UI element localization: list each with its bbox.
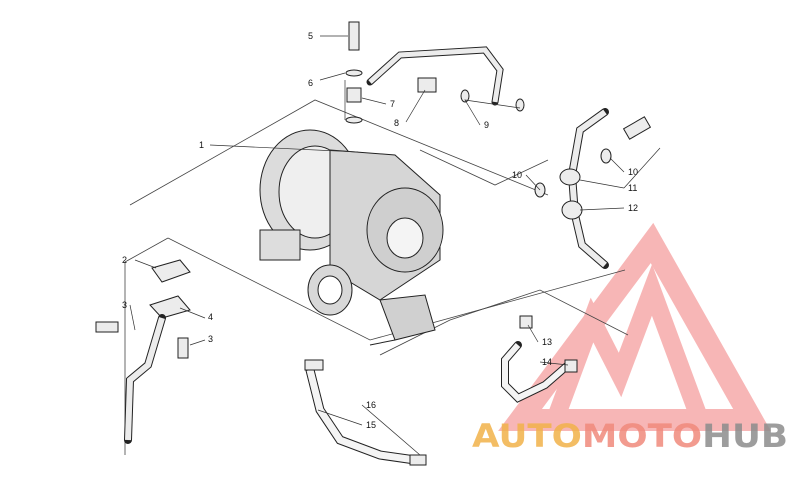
banjo-bolt-8 (417, 77, 437, 93)
frame-lower-bottom (167, 237, 626, 341)
turbocharger (259, 129, 444, 346)
hoses (304, 315, 578, 466)
callout-14: 14 (542, 357, 552, 367)
exhaust-inlet-bore (317, 275, 343, 305)
callout-12: 12 (628, 203, 638, 213)
callout-10b: 10 (628, 167, 638, 177)
clamp-16-top (304, 359, 324, 371)
callout-1: 1 (199, 140, 204, 150)
callout-4: 4 (208, 312, 213, 322)
callout-2: 2 (122, 255, 127, 265)
callout-10a: 10 (512, 170, 522, 180)
coolant-line-right (534, 108, 652, 269)
banjo-11 (559, 168, 581, 186)
clamp-16-bottom (409, 454, 427, 466)
washer-10-right (600, 148, 612, 164)
gasket-2 (151, 259, 191, 283)
watermark-word-auto: AUTO (472, 417, 582, 455)
callout-3a: 3 (122, 300, 127, 310)
banjo-12 (561, 200, 583, 220)
frame-main-right (419, 149, 549, 186)
banjo-bolt-5 (348, 21, 360, 51)
callout-6: 6 (308, 78, 313, 88)
coolant-pipe-12-inner (568, 109, 607, 268)
watermark-logo (498, 222, 771, 431)
bolt-3-right (177, 337, 189, 359)
mount-bracket (259, 229, 301, 261)
frame-main-top (129, 99, 549, 206)
banjo-fitting-7 (346, 87, 362, 103)
callout-8: 8 (394, 118, 399, 128)
oil-return-assembly (95, 259, 191, 444)
callout-3b: 3 (208, 334, 213, 344)
washer-6-top (345, 69, 363, 77)
frame-pipes (379, 289, 629, 356)
washer-9-b (515, 98, 525, 112)
callout-11: 11 (628, 183, 637, 193)
callout-15: 15 (366, 420, 376, 430)
oil-return-pipe-inner (125, 317, 165, 441)
oil-feed-line (345, 21, 525, 124)
wastegate-actuator (379, 294, 436, 341)
oil-feed-pipe (366, 46, 504, 106)
bolt-10-right (622, 116, 652, 140)
callout-7: 7 (390, 99, 395, 109)
washer-9-a (460, 89, 470, 103)
clamp-13-top (519, 315, 533, 329)
clamp-13-right (564, 359, 578, 373)
callouts: 1 2 3 3 4 5 6 7 8 9 10 10 11 12 13 14 15… (122, 31, 638, 430)
callout-13: 13 (542, 337, 552, 347)
hose-15-inner (306, 369, 416, 464)
watermark-word-hub: HUB (702, 417, 788, 455)
actuator-rod (369, 339, 396, 346)
watermark-logo-m-shape (546, 264, 709, 424)
callout-5: 5 (308, 31, 313, 41)
assembly-frames (124, 99, 629, 455)
callout-16: 16 (366, 400, 376, 410)
callout-9: 9 (484, 120, 489, 130)
bolt-3-left (95, 321, 119, 333)
leader-lines (129, 35, 661, 456)
watermark-word-moto: MOTO (582, 417, 702, 455)
hose-14-inner (502, 343, 570, 402)
flange-4 (149, 295, 191, 319)
frame-lower-left (124, 237, 169, 455)
turbine-outlet (386, 217, 424, 259)
washer-6-bottom (345, 116, 363, 124)
oil-feed-pipe-inner (368, 47, 503, 103)
